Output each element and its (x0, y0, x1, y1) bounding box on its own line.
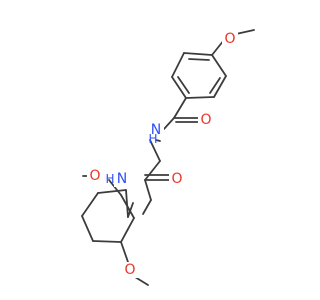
bottom-benzene-ring (81, 189, 135, 243)
top-amide-carbonyl (163, 97, 199, 130)
atom-n-amide-bottom: N (117, 171, 127, 187)
bottom-amide-carbonyl (142, 174, 171, 215)
propyl-chain (144, 139, 161, 181)
atom-labels: O O N H O N H O O (87, 31, 238, 278)
para-methoxy-group (120, 241, 149, 286)
atom-o-amide-bottom: O (171, 171, 182, 187)
atom-o-methoxy-para: O (124, 262, 135, 278)
molecule-canvas: O O N H O N H O O (81, 29, 255, 286)
atom-h-amide-top: H (148, 132, 157, 146)
atom-o-methoxy-ortho: O (89, 168, 100, 184)
top-benzene-ring (171, 52, 227, 99)
atom-o-amide-top: O (200, 112, 211, 128)
atom-n-amide-top: N (151, 122, 161, 138)
structure-diagram: O O N H O N H O O (81, 29, 255, 286)
atom-h-amide-bottom: H (105, 172, 114, 186)
atom-o-methoxy-top: O (224, 31, 235, 47)
